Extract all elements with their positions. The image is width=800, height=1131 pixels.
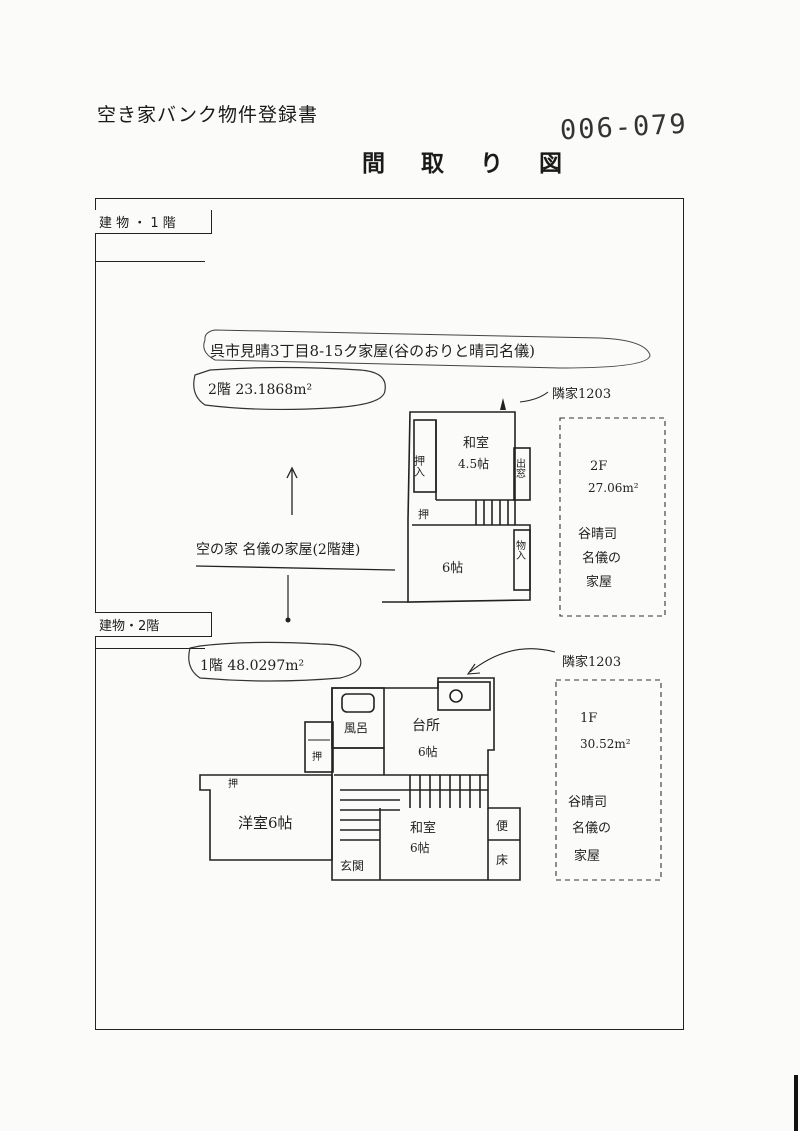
lower-wc-box: [304, 721, 334, 773]
lower-box-area: 30.52m²: [580, 737, 631, 751]
lower-sink: [449, 689, 463, 703]
lower-bath: 風呂: [344, 721, 368, 735]
lower-side-arrow: [469, 648, 556, 673]
lower-bathtub: [341, 693, 375, 713]
floor2-tab: 建物・2階: [95, 612, 212, 637]
lower-box-owner3: 家屋: [574, 848, 600, 864]
upper-right-col2: 物入: [514, 539, 526, 560]
document-header: 空き家バンク物件登録書: [97, 104, 318, 126]
upper-storage-small: 押: [418, 507, 429, 521]
upper-box-owner3: 家屋: [586, 574, 612, 590]
lower-box-owner1: 谷晴司: [568, 795, 607, 810]
upper-washitsu: 和室: [463, 435, 489, 451]
lower-washitsu-size: 6帖: [410, 840, 430, 855]
floor1-area: 1階 48.0297m²: [200, 658, 304, 674]
upper-side-label: 隣家1203: [552, 386, 611, 402]
lower-western: 洋室6帖: [238, 814, 293, 832]
lower-side-label: 隣家1203: [562, 654, 621, 670]
building-note-underline: [195, 565, 396, 571]
lower-kitchen: 台所: [412, 718, 440, 734]
lower-counter: [437, 681, 491, 711]
lower-toko: 床: [496, 853, 508, 867]
lower-kitchen-size: 6帖: [418, 744, 438, 759]
floor2-area: 2階 23.1868m²: [208, 382, 312, 398]
upper-main-room: 6帖: [442, 561, 463, 576]
lower-small1: 押: [312, 750, 322, 763]
floor1-tab: 建 物 ・ 1 階: [95, 210, 212, 234]
address-cloud: [203, 329, 651, 369]
upper-box-owner2: 名儀の: [582, 550, 621, 566]
lower-washitsu: 和室: [410, 820, 436, 836]
upper-floorplan: [407, 411, 531, 603]
lower-bath-room: [331, 687, 385, 749]
upper-box-owner1: 谷晴司: [578, 527, 617, 542]
upper-box-floor: 2F: [590, 459, 607, 474]
lower-box-floor: 1F: [580, 711, 597, 726]
page-title: 間 取 り 図: [362, 151, 577, 177]
upper-right-closet2: [513, 529, 531, 591]
upper-right-closet: [513, 447, 531, 501]
upper-side-box: [559, 417, 666, 617]
lower-side-box: [555, 679, 662, 881]
floor2-area-cloud: [193, 366, 386, 411]
arrow-up-head: [286, 466, 298, 479]
lower-genkan: 玄関: [340, 858, 364, 873]
floor2-tab-underline: [95, 620, 205, 649]
upper-door-mark: [500, 398, 506, 410]
upper-oshiire: 押入: [413, 454, 426, 477]
arrow-down-dot: [285, 617, 291, 623]
upper-box-area: 27.06m²: [588, 481, 639, 495]
lower-box-owner2: 名儀の: [572, 820, 611, 836]
lower-floorplan: [199, 677, 521, 881]
floor1-area-cloud: [188, 641, 362, 682]
lower-wc: 便: [496, 819, 508, 833]
upper-washitsu-size: 4.5帖: [458, 456, 489, 471]
upper-right-col1: 出窓: [514, 457, 526, 478]
lower-stairs-top: 押: [228, 777, 238, 790]
address-note: 呉市見晴3丁目8-15ク家屋(谷のおりと晴司名儀): [210, 342, 535, 360]
lower-western-room: [199, 774, 333, 861]
floor1-tab-underline: [95, 233, 205, 262]
building-note: 空の家 名儀の家屋(2階建): [196, 541, 360, 558]
